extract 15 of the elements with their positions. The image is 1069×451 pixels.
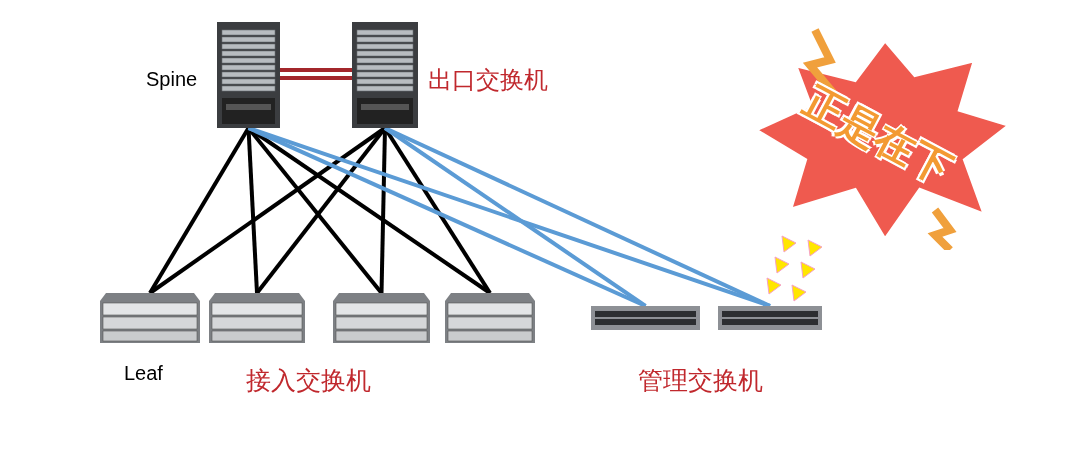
device-label: Spine	[146, 67, 198, 92]
group-label: 接入交换机	[246, 365, 371, 396]
callout-text: 正是在下	[797, 78, 959, 192]
group-label: 管理交换机	[638, 365, 763, 396]
switch-picture	[209, 293, 305, 343]
switch-picture	[445, 293, 535, 343]
chassis-switch-picture	[217, 22, 280, 128]
device-label: Leaf	[124, 361, 163, 386]
switch-picture	[333, 293, 430, 343]
switch-picture	[100, 293, 200, 343]
rack-switch-picture	[718, 306, 822, 330]
rack-switch-picture	[591, 306, 700, 330]
chassis-switch-picture	[352, 22, 418, 128]
device-label: 出口交换机	[428, 65, 548, 95]
link-line	[384, 126, 771, 308]
